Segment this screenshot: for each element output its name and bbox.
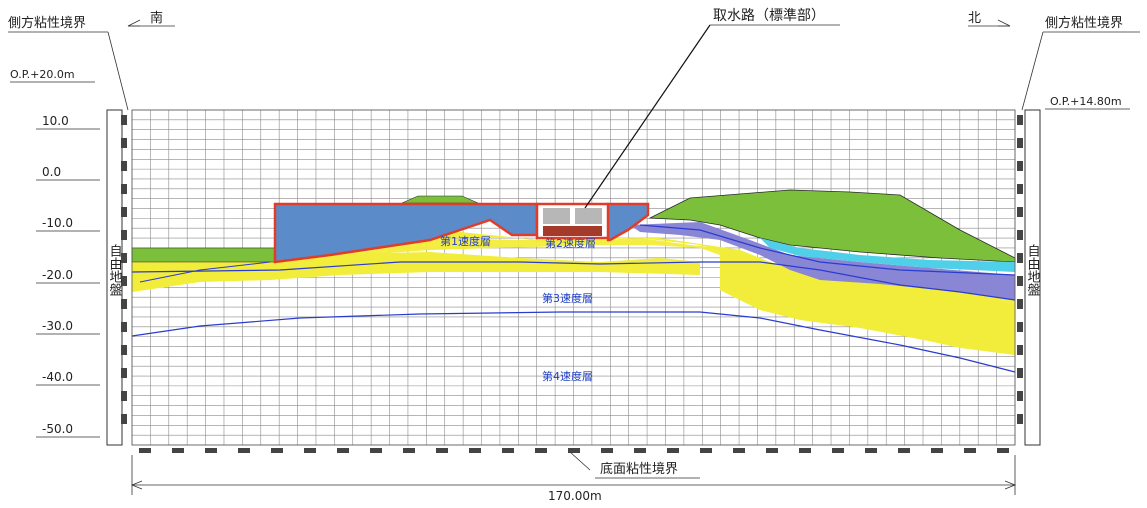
damper-icon (568, 448, 580, 453)
model-frame (131, 109, 1016, 446)
damper-icon (502, 448, 514, 453)
damper-icon (121, 207, 127, 217)
damper-icon (370, 448, 382, 453)
left-boundary-label: 側方粘性境界 (8, 15, 86, 31)
damper-icon (121, 161, 127, 171)
free-ground-right-label: 自由地盤 (1025, 244, 1041, 296)
damper-icon (799, 448, 811, 453)
damper-icon (1017, 207, 1023, 217)
layer-boundary-1 (131, 261, 1016, 301)
elevation-tick-label: 0.0 (42, 165, 61, 179)
svg-text:170.00m: 170.00m (548, 489, 602, 503)
damper-icon (964, 448, 976, 453)
free-ground-left-label: 自由地盤 (107, 244, 123, 296)
damper-icon (121, 368, 127, 378)
damper-icon (1017, 368, 1023, 378)
damper-icon (1017, 276, 1023, 286)
elevation-scale: 10.0 0.0 -10.0 -20.0 -30.0 -40.0 -50.0 (36, 114, 100, 438)
damper-icon (121, 253, 127, 263)
damper-icon (601, 448, 613, 453)
damper-icon (1017, 253, 1023, 263)
elevation-top-left: O.P.+20.0m (10, 68, 75, 81)
elevation-tick-label: 10.0 (42, 114, 69, 128)
cyan-layer (760, 238, 1015, 272)
side-dampers (121, 115, 1023, 424)
damper-icon (1017, 345, 1023, 355)
damper-icon (139, 448, 151, 453)
damper-icon (700, 448, 712, 453)
layer-boundary-2 (131, 311, 1016, 373)
backfill-block-right (606, 202, 650, 242)
north-arrow: 北 (968, 11, 1011, 27)
south-arrow: 南 (127, 10, 175, 27)
damper-icon (1017, 230, 1023, 240)
damper-icon (832, 448, 844, 453)
damper-icon (898, 448, 910, 453)
free-ground-right-column (1024, 109, 1041, 446)
damper-icon (469, 448, 481, 453)
damper-icon (865, 448, 877, 453)
damper-icon (1017, 299, 1023, 309)
damper-icon (436, 448, 448, 453)
layer1-label: 第1速度層 (440, 234, 491, 248)
layer-boundary-3 (639, 224, 1016, 276)
damper-icon (1017, 322, 1023, 332)
damper-icon (271, 448, 283, 453)
width-dimension: 170.00m (130, 455, 1017, 503)
damper-icon (172, 448, 184, 453)
structure-label: 取水路（標準部） (713, 8, 825, 24)
layer-boundary-4 (139, 261, 271, 283)
embankment-top-mound (401, 195, 479, 204)
sand-layer-upper (132, 232, 1015, 355)
elevation-tick-label: -20.0 (42, 268, 73, 282)
damper-icon (121, 276, 127, 286)
layer4-label: 第4速度層 (542, 369, 593, 383)
elevation-tick-label: -50.0 (42, 422, 73, 436)
damper-icon (1017, 161, 1023, 171)
svg-text:北: 北 (968, 11, 981, 26)
purple-layer (630, 222, 1015, 300)
damper-icon (403, 448, 415, 453)
bottom-dampers (139, 448, 1009, 453)
damper-icon (766, 448, 778, 453)
damper-icon (121, 299, 127, 309)
damper-icon (1017, 138, 1023, 148)
damper-icon (205, 448, 217, 453)
layer2-label: 第2速度層 (545, 236, 596, 250)
layer3-label: 第3速度層 (542, 291, 593, 305)
elevation-tick-label: -10.0 (42, 216, 73, 230)
damper-icon (121, 345, 127, 355)
elevation-tick-label: -40.0 (42, 370, 73, 384)
damper-icon (121, 115, 127, 125)
damper-icon (1017, 414, 1023, 424)
intake-channel-structure (535, 202, 610, 240)
damper-icon (931, 448, 943, 453)
elevation-surface-right: O.P.+14.80m (1050, 95, 1122, 108)
damper-icon (634, 448, 646, 453)
damper-icon (121, 391, 127, 401)
damper-icon (121, 414, 127, 424)
damper-icon (337, 448, 349, 453)
damper-icon (667, 448, 679, 453)
damper-icon (733, 448, 745, 453)
bottom-boundary-label: 底面粘性境界 (600, 461, 678, 477)
embankment-left-ground (131, 247, 276, 263)
damper-icon (121, 230, 127, 240)
damper-icon (535, 448, 547, 453)
damper-icon (1017, 391, 1023, 401)
damper-icon (121, 322, 127, 332)
damper-icon (121, 138, 127, 148)
damper-icon (238, 448, 250, 453)
damper-icon (1017, 184, 1023, 194)
svg-text:南: 南 (150, 10, 163, 26)
damper-icon (1017, 115, 1023, 125)
damper-icon (997, 448, 1009, 453)
elevation-tick-label: -30.0 (42, 319, 73, 333)
damper-icon (121, 184, 127, 194)
right-boundary-label: 側方粘性境界 (1045, 15, 1123, 31)
damper-icon (304, 448, 316, 453)
